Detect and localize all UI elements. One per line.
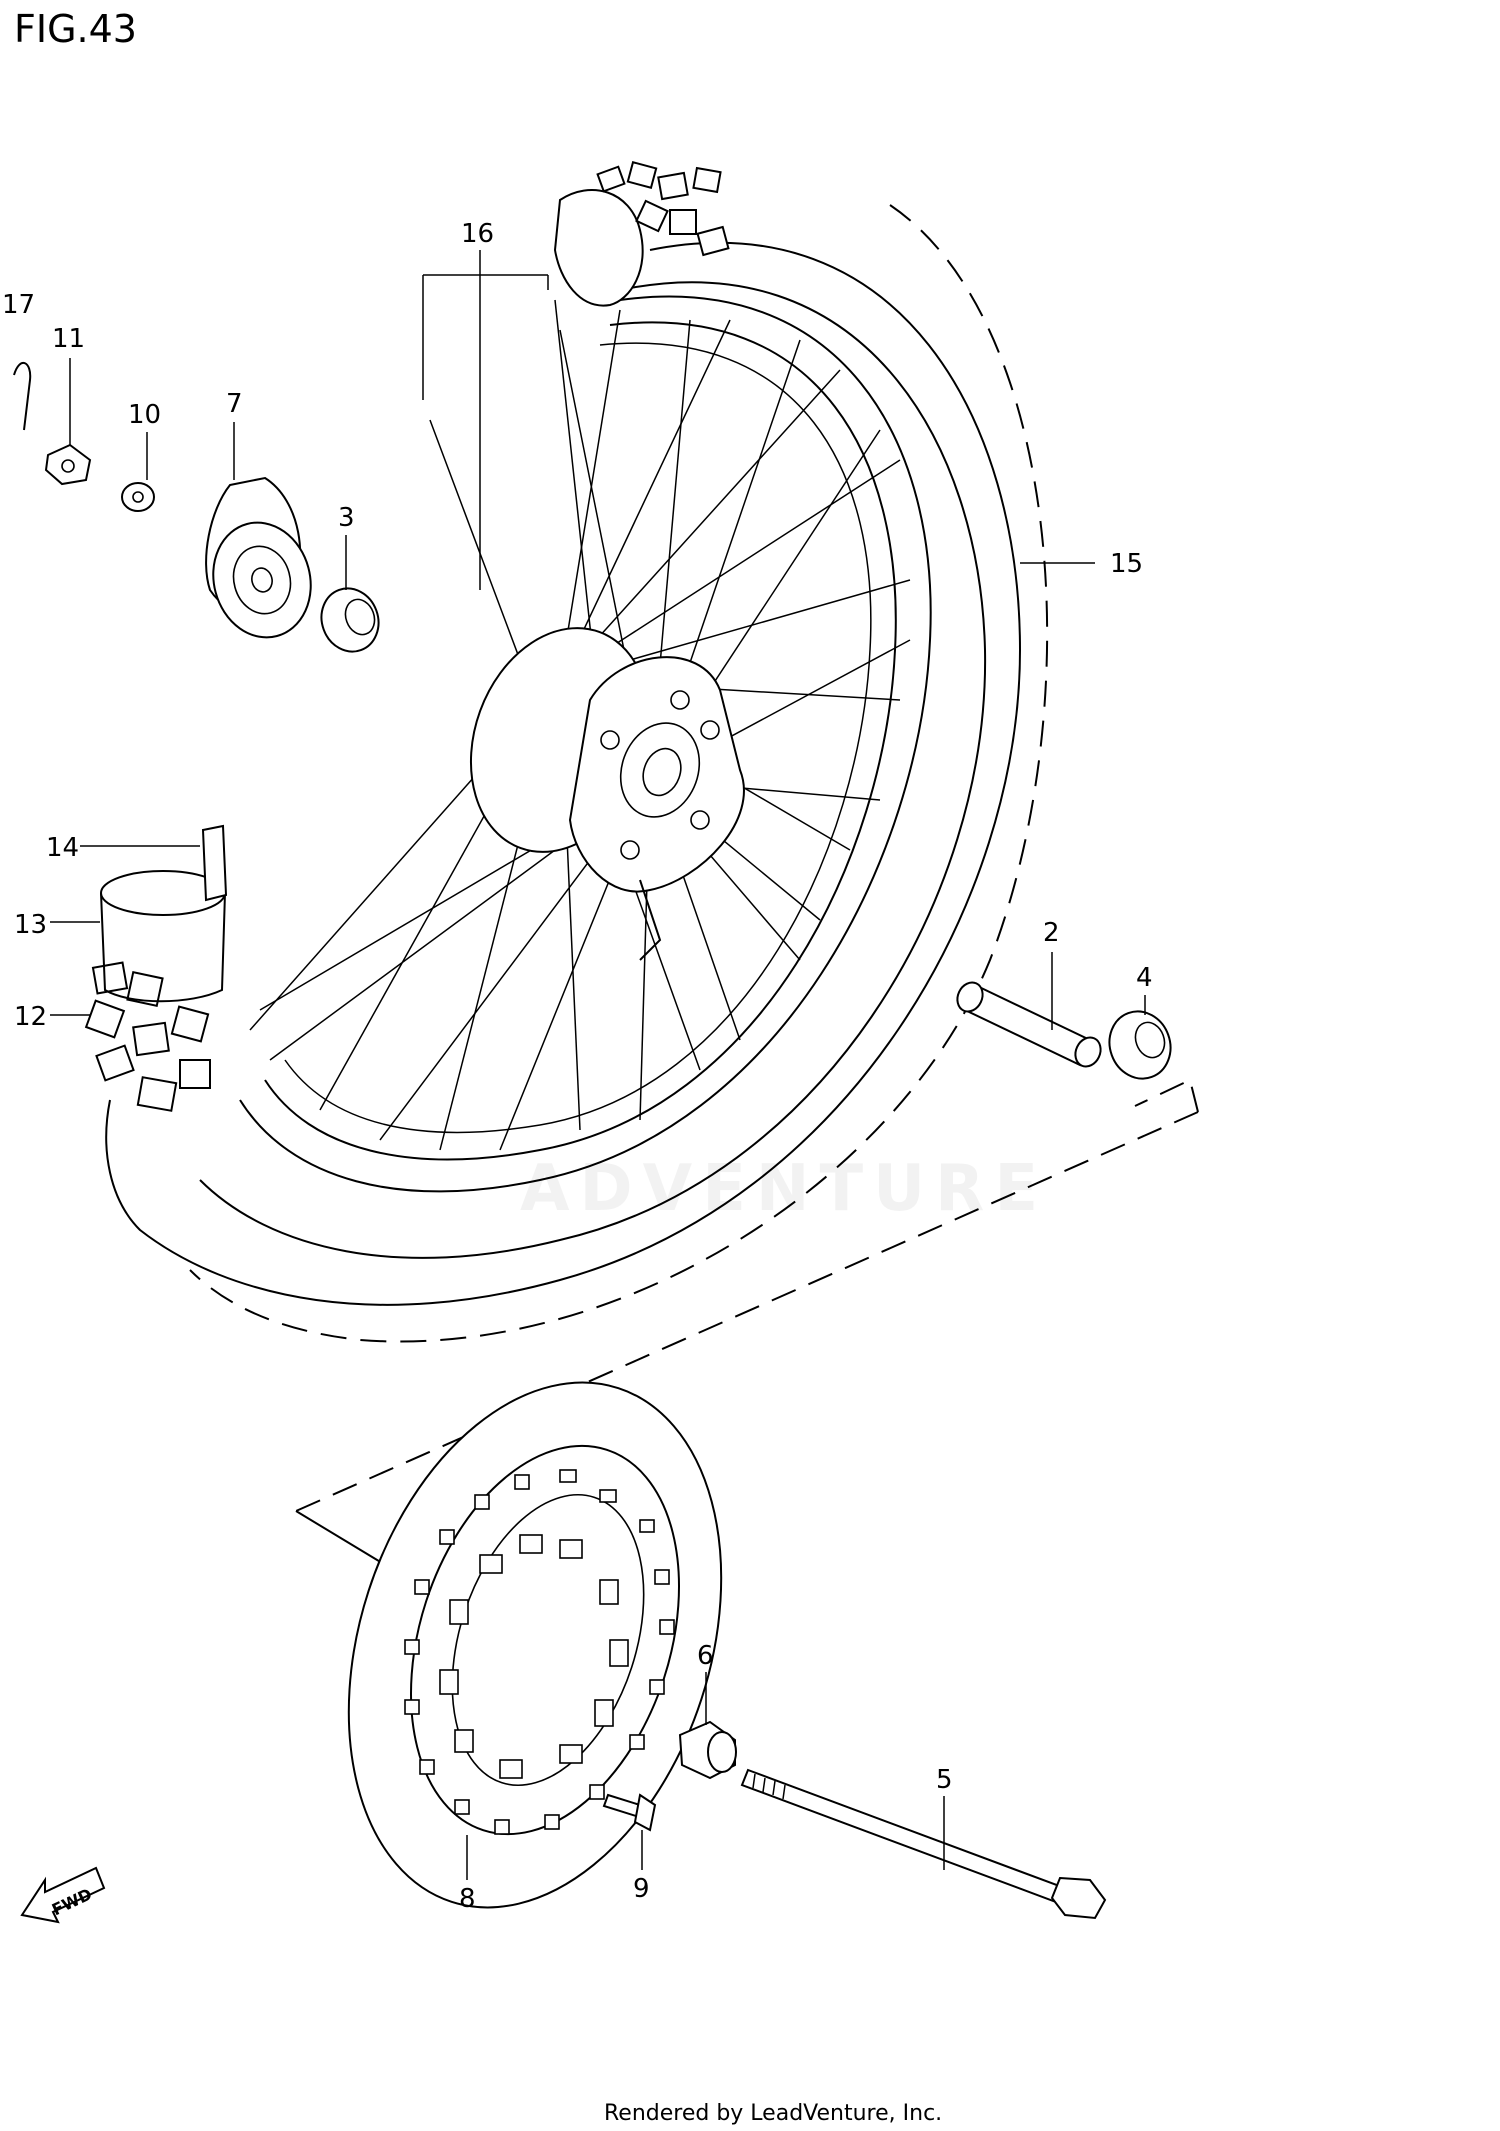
speedometer-gearbox-7	[205, 476, 312, 639]
callout-7: 7	[226, 389, 243, 419]
collar-6	[678, 1720, 737, 1780]
callout-6: 6	[697, 1641, 714, 1671]
cotter-pin-17	[13, 362, 32, 431]
disc-holes	[404, 1469, 675, 1835]
fwd-direction-arrow: FWD	[20, 1866, 106, 1924]
wheel-hub	[469, 627, 745, 961]
tire-15	[105, 204, 1049, 1343]
leader-lines	[50, 250, 1146, 1880]
tire-tread-top	[553, 161, 730, 307]
callout-5: 5	[936, 1765, 953, 1795]
callout-15: 15	[1110, 549, 1143, 579]
callout-13: 13	[14, 910, 47, 940]
figure-title: FIG.43	[14, 7, 137, 51]
callout-16: 16	[461, 219, 494, 249]
callout-2: 2	[1043, 918, 1060, 948]
callout-10: 10	[128, 400, 161, 430]
callout-12: 12	[14, 1002, 47, 1032]
footer-credit: Rendered by LeadVenture, Inc.	[604, 2101, 942, 2126]
front-wheel-assembly	[105, 161, 1049, 1343]
nut-11	[44, 443, 92, 486]
callout-9: 9	[633, 1874, 650, 1904]
callout-4: 4	[1136, 963, 1153, 993]
callout-labels: 17 11 10 7 3 16 15 14 13 12 2 4 6 5 8 9	[2, 219, 1153, 1914]
callout-17: 17	[2, 290, 35, 320]
callout-14: 14	[46, 833, 79, 863]
washer-10	[121, 482, 155, 512]
brake-disc-8	[347, 1381, 723, 1909]
bolt-9	[602, 1793, 657, 1832]
spacer-2	[956, 981, 1102, 1068]
rim-band-strip-14	[201, 824, 228, 902]
callout-11: 11	[52, 324, 85, 354]
callout-8: 8	[459, 1884, 476, 1914]
assembly-lines	[295, 1078, 1199, 1567]
bearing-3	[320, 587, 380, 653]
axle-5	[740, 1768, 1107, 1920]
rim	[239, 295, 932, 1193]
tire-tread-left	[84, 961, 211, 1112]
bearing-4	[1108, 1010, 1172, 1080]
callout-3: 3	[338, 503, 355, 533]
